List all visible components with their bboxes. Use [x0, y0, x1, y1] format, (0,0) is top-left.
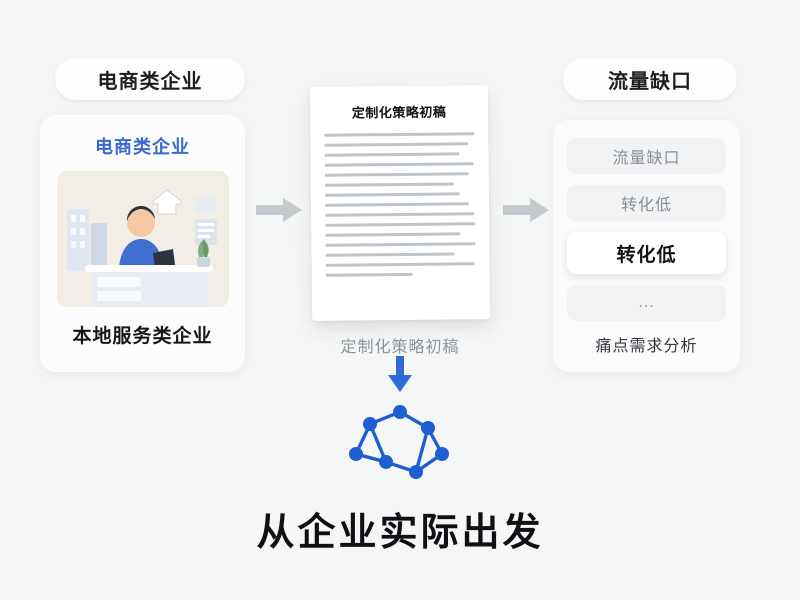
document-text-line — [324, 192, 460, 197]
document-text-line — [324, 182, 454, 187]
document-text-line — [325, 272, 413, 277]
pain-point-item-label: ... — [638, 294, 655, 311]
strategy-document-caption: 定制化策略初稿 — [340, 339, 460, 356]
strategy-document-title: 定制化策略初稿 — [351, 104, 447, 121]
pain-point-card-caption: 痛点需求分析 — [595, 338, 698, 355]
enterprise-card-caption: 本地服务类企业 — [72, 326, 213, 347]
office-worker-illustration-icon — [56, 171, 229, 307]
document-text-line — [325, 242, 476, 247]
right-category-badge: 流量缺口 — [563, 58, 737, 100]
pain-point-item: 流量缺口 — [567, 138, 726, 174]
document-text-line — [325, 222, 476, 227]
arrow-right-icon — [503, 198, 549, 222]
pain-point-item-label: 转化低 — [616, 244, 677, 266]
left-category-badge: 电商类企业 — [55, 58, 245, 100]
document-text-line — [325, 262, 475, 267]
left-category-badge-label: 电商类企业 — [97, 70, 203, 93]
pain-point-card: 流量缺口 转化低 转化低 ... 痛点需求分析 — [553, 120, 740, 372]
document-text-line — [324, 172, 469, 177]
arrow-right-icon — [256, 198, 302, 222]
pain-point-item-label: 流量缺口 — [612, 150, 681, 167]
pain-point-item: 转化低 — [567, 185, 726, 221]
document-text-line — [325, 202, 470, 207]
strategy-document: 定制化策略初稿 — [309, 85, 491, 321]
document-text-line — [324, 132, 475, 137]
document-text-line — [324, 142, 469, 147]
right-category-badge-label: 流量缺口 — [608, 70, 692, 93]
network-graph-icon — [349, 405, 449, 479]
arrow-down-icon — [388, 356, 412, 392]
document-text-line — [325, 212, 474, 217]
pain-point-item-highlighted: 转化低 — [567, 232, 726, 274]
enterprise-card-title: 电商类企业 — [95, 137, 190, 157]
pain-point-item: ... — [567, 285, 726, 321]
page-title: 从企业实际出发 — [256, 512, 544, 554]
document-text-line — [324, 152, 460, 157]
enterprise-card: 电商类企业 — [40, 115, 245, 372]
document-text-line — [325, 252, 455, 257]
pain-point-item-label: 转化低 — [620, 197, 672, 214]
document-text-line — [325, 232, 461, 237]
document-text-line — [324, 162, 474, 167]
